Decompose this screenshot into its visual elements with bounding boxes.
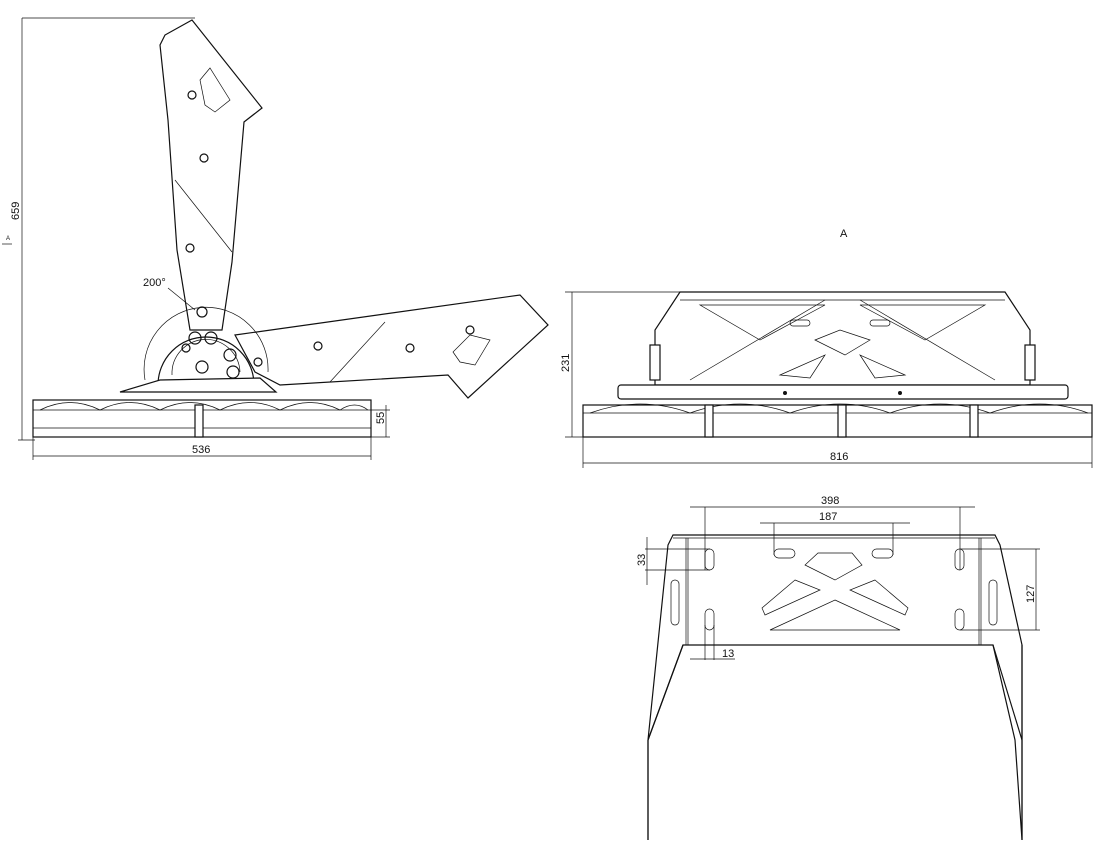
- view-title-a: A: [840, 228, 848, 240]
- side-view: 659 A 200°: [2, 17, 549, 460]
- width-dim-536: 536: [192, 444, 210, 456]
- spacing-dim-187: 187: [819, 511, 837, 523]
- lower-arm: [234, 294, 549, 399]
- upper-arm: [159, 19, 263, 331]
- vertical-spacing-dim-127: 127: [1025, 585, 1037, 603]
- slot-length-dim-33: 33: [636, 554, 648, 566]
- spacing-dim-398: 398: [821, 495, 839, 507]
- height-dim-659: 659: [10, 202, 22, 220]
- slot-width-dim-13: 13: [722, 648, 734, 660]
- bracket-plate: [647, 534, 1023, 841]
- front-view: A 231 816: [560, 228, 1093, 468]
- base-height-dim-55: 55: [375, 412, 387, 424]
- angle-dim-200: 200°: [143, 277, 166, 289]
- height-dim-231: 231: [560, 354, 572, 372]
- view-marker-a: A: [6, 236, 10, 242]
- width-dim-816: 816: [830, 451, 848, 463]
- bracket-view: 398 187 33 127 13: [636, 495, 1040, 841]
